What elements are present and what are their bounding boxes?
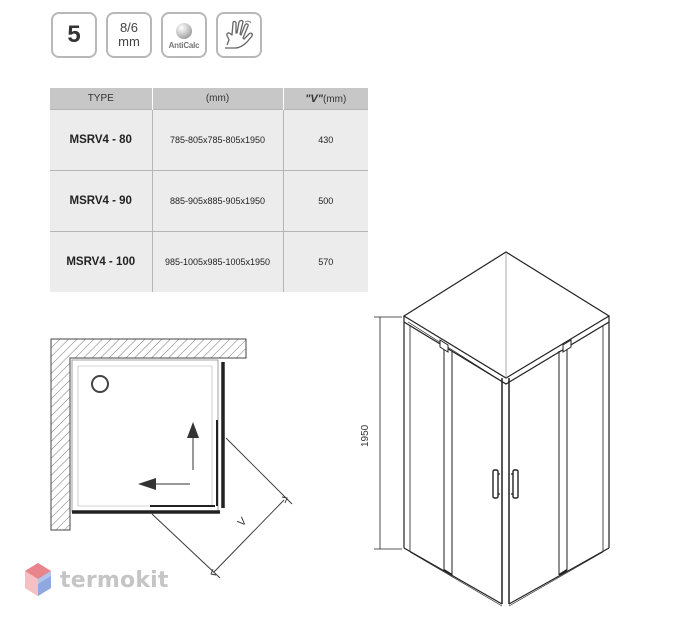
- anticalc-icon: [176, 22, 192, 39]
- header-v: "V"(mm): [283, 88, 368, 110]
- hexagon-logo-icon: [25, 563, 51, 596]
- elevation-height-label: 1950: [360, 424, 371, 447]
- anticalc-label: AntiCalc: [168, 40, 200, 50]
- plan-dimension-v: V: [236, 515, 250, 529]
- header-v-quote: "V": [305, 92, 323, 105]
- elevation-view: 1950: [360, 251, 611, 607]
- arrow-up-icon: [187, 422, 199, 470]
- row-size: 985-1005x985-1005x1950: [152, 231, 284, 292]
- row-v: 500: [283, 170, 368, 232]
- spec-table: TYPE (mm) "V"(mm) MSRV4 - 80 785-805x785…: [50, 88, 368, 292]
- logo-text: termokit: [60, 567, 169, 593]
- header-v-unit: (mm): [322, 93, 347, 105]
- arrow-left-icon: [138, 478, 190, 490]
- header-type: TYPE: [50, 88, 153, 110]
- row-size: 785-805x785-805x1950: [152, 109, 284, 171]
- row-v: 430: [283, 109, 368, 171]
- row-size: 885-905x885-905x1950: [152, 170, 284, 232]
- row-type: MSRV4 - 90: [50, 170, 153, 232]
- hand-wipe-icon: [225, 19, 253, 49]
- badge-easy-clean: [216, 12, 262, 58]
- number-label: 5: [67, 21, 81, 48]
- row-type: MSRV4 - 100: [50, 231, 153, 292]
- door-handle-right: [511, 469, 519, 499]
- table-header: TYPE (mm) "V"(mm): [50, 88, 368, 110]
- row-v: 570: [283, 231, 368, 292]
- termokit-logo: termokit: [24, 562, 169, 598]
- drain-icon: [91, 375, 109, 393]
- table-row: MSRV4 - 80 785-805x785-805x1950 430: [50, 109, 368, 171]
- wall-hatch: [50, 338, 247, 531]
- table-row: MSRV4 - 100 985-1005x985-1005x1950 570: [50, 231, 368, 292]
- badge-thickness: 8/6 mm: [106, 12, 152, 58]
- plan-view: V: [50, 338, 293, 579]
- badge-anticalc: AntiCalc: [161, 12, 207, 58]
- door-handle-left: [492, 469, 500, 499]
- row-type: MSRV4 - 80: [50, 109, 153, 171]
- header-size: (mm): [152, 88, 284, 110]
- thickness-value: 8/6: [119, 20, 139, 35]
- thickness-unit: mm: [118, 34, 140, 49]
- table-row: MSRV4 - 90 885-905x885-905x1950 500: [50, 170, 368, 232]
- badge-number: 5: [51, 12, 97, 58]
